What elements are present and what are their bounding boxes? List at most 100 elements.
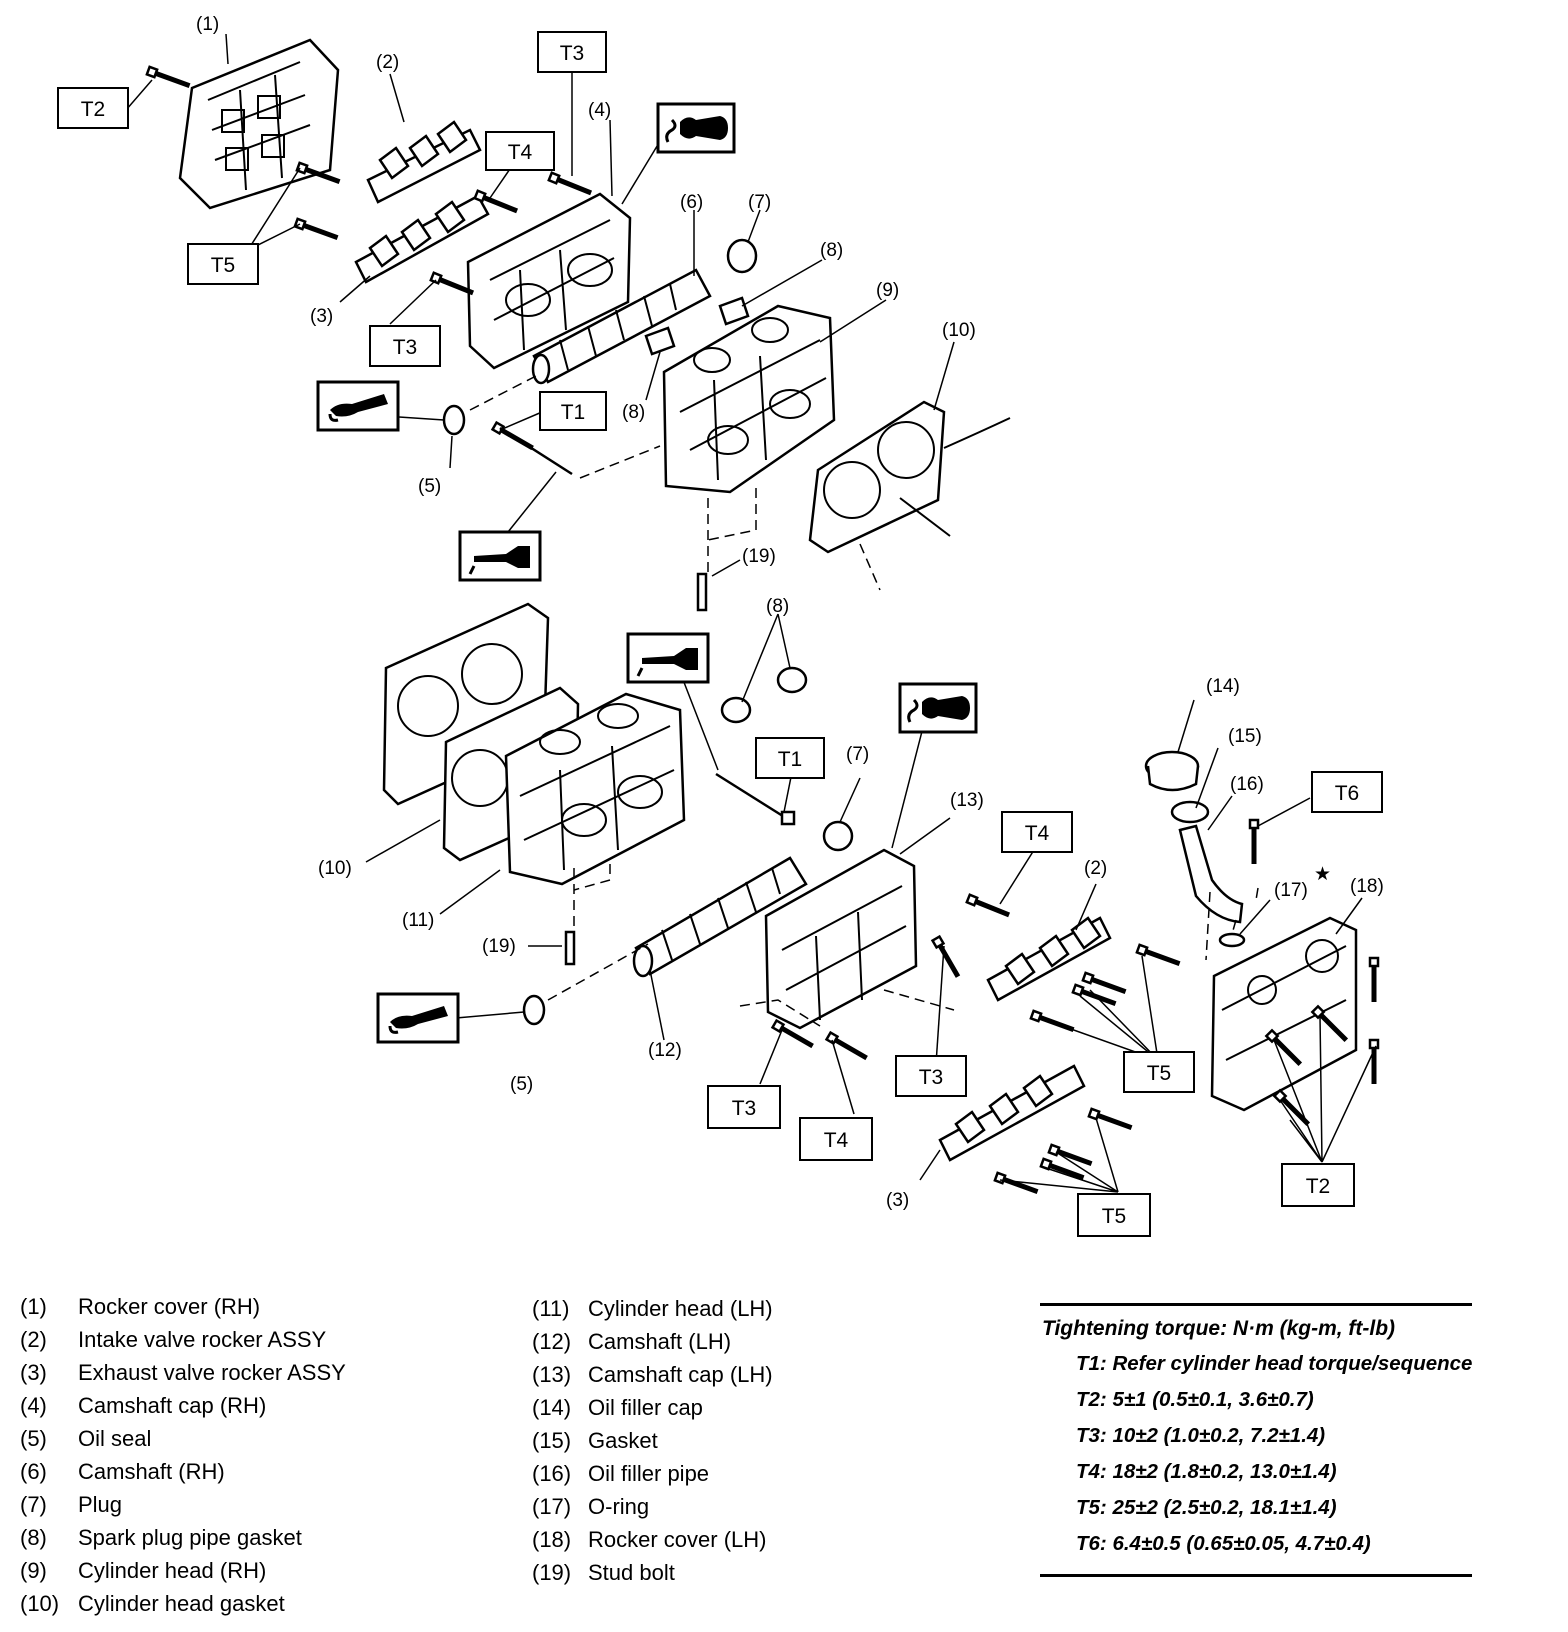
exploded-view-diagram: T2 T3 T4 T5 T3 T1 T1 T6 T4 T5 T3 T3 xyxy=(57,14,1384,1237)
svg-text:T6: T6 xyxy=(1335,782,1360,805)
oil-filler-gasket xyxy=(1170,800,1210,824)
svg-text:(19): (19) xyxy=(482,936,516,957)
torque-table-heading: Tightening torque: N·m (kg-m, ft-lb) xyxy=(1042,1317,1396,1340)
legend-item-name: Cylinder head (LH) xyxy=(588,1296,773,1321)
oil-filler-cap xyxy=(1144,750,1200,792)
legend-item: (1)Rocker cover (RH) xyxy=(20,1290,346,1323)
legend-item: (5)Oil seal xyxy=(20,1422,346,1455)
torque-label-t3-top: T3 xyxy=(537,31,607,73)
legend-item-name: Camshaft cap (RH) xyxy=(78,1393,267,1418)
oil-seal-rh xyxy=(442,404,466,436)
grease-gun-icon xyxy=(376,992,460,1044)
legend-item-name: Plug xyxy=(78,1492,123,1517)
svg-text:T3: T3 xyxy=(919,1066,944,1089)
grease-gun-icon xyxy=(316,380,400,432)
svg-text:T2: T2 xyxy=(1306,1175,1331,1198)
legend-item-number: (15) xyxy=(532,1428,572,1453)
svg-text:(8): (8) xyxy=(766,596,789,617)
legend-item-number: (19) xyxy=(532,1560,572,1585)
legend-item: (7) Plug xyxy=(20,1488,346,1521)
svg-text:(16): (16) xyxy=(1230,774,1264,795)
svg-text:(13): (13) xyxy=(950,790,984,811)
legend-item-number: (4) xyxy=(20,1393,47,1418)
legend-item-number: (13) xyxy=(532,1362,572,1387)
legend-item-number: (7) xyxy=(20,1492,47,1517)
camshaft-cap-lh xyxy=(764,848,918,1030)
torque-label-t4-right: T4 xyxy=(1001,811,1073,853)
svg-text:(5): (5) xyxy=(418,476,441,497)
legend-item-number: (16) xyxy=(532,1461,572,1486)
leader-lines xyxy=(125,33,1377,1193)
legend-item: (17) O-ring xyxy=(532,1490,773,1523)
intake-rocker-assy-rh xyxy=(366,120,482,204)
svg-text:(2): (2) xyxy=(376,52,399,73)
exhaust-rocker-assy-lh xyxy=(938,1064,1086,1162)
torque-label-t3-low-a: T3 xyxy=(895,1055,967,1097)
torque-label-t5-top: T5 xyxy=(187,243,259,285)
torque-label-t6: T6 xyxy=(1311,771,1383,813)
svg-text:(12): (12) xyxy=(648,1040,682,1061)
callout-labels: (1) (2) (3) (4) (5) (6) (7) (8) (8) (9) … xyxy=(196,14,1384,1211)
camshaft-rh xyxy=(531,268,712,385)
torque-label-t2-low: T2 xyxy=(1281,1163,1355,1207)
legend-item-name: Cylinder head (RH) xyxy=(78,1558,267,1583)
cylinder-head-lh xyxy=(504,692,686,886)
legend-item-name: O-ring xyxy=(588,1494,650,1519)
torque-row-t2: T2: 5±1 (0.5±0.1, 3.6±0.7) xyxy=(1076,1388,1314,1411)
legend-item: (10) Cylinder head gasket xyxy=(20,1587,346,1620)
legend-item: (4) Camshaft cap (RH) xyxy=(20,1389,346,1422)
legend-item: (18)Rocker cover (LH) xyxy=(532,1523,773,1556)
legend-item: (9)Cylinder head (RH) xyxy=(20,1554,346,1587)
legend-item: (15)Gasket xyxy=(532,1424,773,1457)
legend-item-name: Exhaust valve rocker ASSY xyxy=(78,1360,346,1385)
svg-text:(17): (17) xyxy=(1274,880,1308,901)
legend-item-number: (10) xyxy=(20,1591,60,1616)
spark-plug-gasket-rh-a xyxy=(718,296,750,326)
svg-text:(4): (4) xyxy=(588,100,611,121)
sealant-tube-icon xyxy=(656,102,736,154)
legend-item-name: Camshaft (RH) xyxy=(78,1459,225,1484)
plug-lh xyxy=(822,820,854,852)
svg-text:(7): (7) xyxy=(846,744,869,765)
exhaust-rocker-assy-rh xyxy=(354,194,490,284)
torque-row-t1: T1: Refer cylinder head torque/sequence xyxy=(1076,1352,1473,1375)
spark-plug-gasket-rh-b xyxy=(644,326,676,356)
legend-item: (8)Spark plug pipe gasket xyxy=(20,1521,346,1554)
legend-item-name: Oil filler cap xyxy=(588,1395,703,1420)
torque-label-t4-top: T4 xyxy=(485,131,555,171)
svg-text:(14): (14) xyxy=(1206,676,1240,697)
parts-legend-right: (11) Cylinder head (LH) (12) Camshaft (LH) (… xyxy=(532,1292,773,1589)
cylinder-head-rh xyxy=(662,304,836,494)
legend-item-number: (17) xyxy=(532,1494,572,1519)
torque-row-t4: T4: 18±2 (1.8±0.2, 13.0±1.4) xyxy=(1076,1460,1337,1483)
svg-text:(18): (18) xyxy=(1350,876,1384,897)
legend-item-number: (12) xyxy=(532,1329,572,1354)
svg-text:T1: T1 xyxy=(778,748,803,771)
svg-text:T3: T3 xyxy=(393,336,418,359)
svg-text:(5): (5) xyxy=(510,1074,533,1095)
torque-label-t1-top: T1 xyxy=(539,391,607,431)
torque-row-t5: T5: 25±2 (2.5±0.2, 18.1±1.4) xyxy=(1076,1496,1337,1519)
legend-item-number: (18) xyxy=(532,1527,572,1552)
oil-can-icon xyxy=(626,632,710,684)
svg-text:(19): (19) xyxy=(742,546,776,567)
legend-item: (2)Intake valve rocker ASSY xyxy=(20,1323,346,1356)
legend-item-name: Stud bolt xyxy=(588,1560,675,1585)
legend-item-name: Cylinder head gasket xyxy=(78,1591,285,1616)
legend-item-name: Camshaft (LH) xyxy=(588,1329,732,1354)
stud-bolt-lh xyxy=(564,930,576,966)
oil-seal-lh xyxy=(522,994,546,1026)
legend-item-number: (6) xyxy=(20,1459,47,1484)
legend-item-number: (8) xyxy=(20,1525,47,1550)
legend-item-name: Oil filler pipe xyxy=(588,1461,710,1486)
svg-text:T4: T4 xyxy=(508,141,533,164)
legend-item-number: (1) xyxy=(20,1294,47,1319)
torque-row-t3: T3: 10±2 (1.0±0.2, 7.2±1.4) xyxy=(1076,1424,1326,1447)
legend-item-number: (11) xyxy=(532,1296,570,1321)
cylinder-head-gasket-rh xyxy=(808,400,1011,554)
svg-text:T5: T5 xyxy=(1147,1062,1172,1085)
svg-text:(3): (3) xyxy=(886,1190,909,1211)
svg-text:(10): (10) xyxy=(942,320,976,341)
rocker-cover-rh xyxy=(178,38,340,210)
svg-text:T2: T2 xyxy=(81,98,106,121)
